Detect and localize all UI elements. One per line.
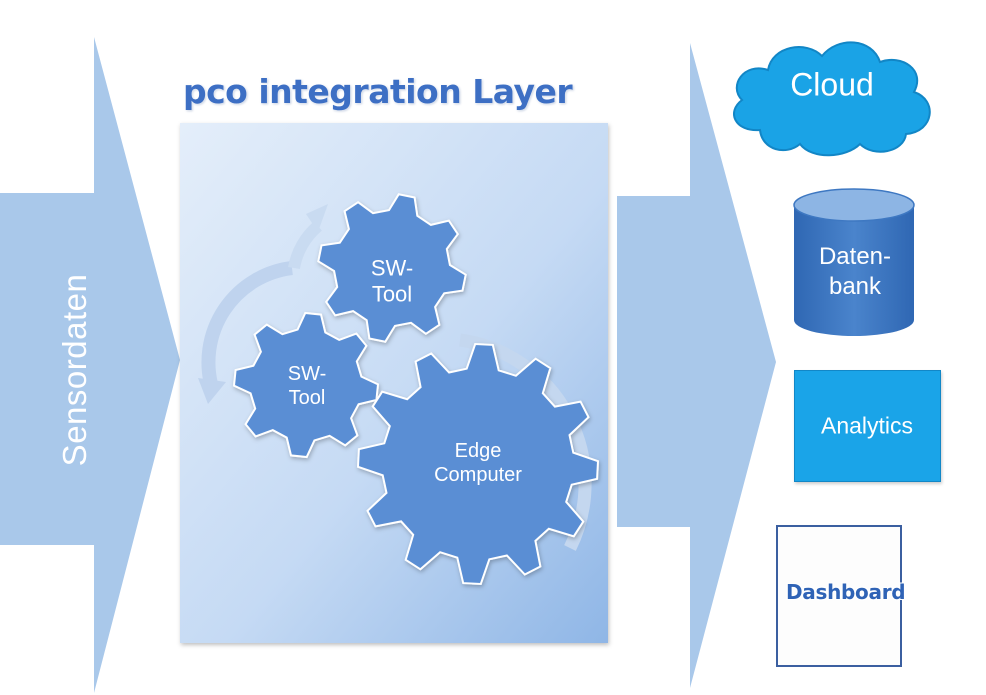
gear-top-icon	[317, 193, 467, 343]
gear-left-shape	[232, 311, 380, 459]
gear-left-label: SW- Tool	[288, 362, 327, 410]
gear-big-icon	[356, 342, 600, 586]
gear-top-label-line2: Tool	[371, 282, 413, 307]
input-arrow	[0, 37, 180, 693]
gear-top-shape	[317, 193, 467, 343]
cycle-arrowhead-down-icon	[198, 378, 226, 404]
gear-big-label-line2: Computer	[434, 464, 522, 486]
database-label: Daten- bank	[819, 242, 891, 302]
database-label-line2: bank	[828, 273, 882, 300]
cloud-icon	[733, 41, 931, 157]
gear-big-label: Edge Computer	[434, 439, 522, 487]
dashboard-frame	[776, 525, 902, 667]
output-arrow	[617, 43, 776, 688]
gear-left-icon	[232, 311, 380, 459]
gear-left-label-line2: Tool	[288, 387, 326, 409]
cloud-label: Cloud	[790, 66, 874, 103]
database-icon	[793, 188, 915, 336]
gear-top-label: SW- Tool	[371, 256, 413, 309]
diagram-title: pco integration Layer	[183, 72, 573, 111]
gear-top-label-line1: SW-	[370, 255, 414, 281]
gear-big-label-line1: Edge	[454, 440, 502, 462]
analytics-box	[794, 370, 941, 482]
cycle-arrow-top-icon	[288, 221, 323, 270]
cycle-arrowhead-up-icon	[306, 204, 328, 232]
database-label-line1: Daten-	[818, 243, 892, 270]
dashboard-label: Dashboard	[786, 580, 906, 604]
analytics-label: Analytics	[820, 412, 914, 439]
input-label: Sensordaten	[56, 273, 93, 467]
gear-big-shape	[356, 342, 600, 586]
gear-left-label-line1: SW-	[287, 363, 327, 385]
cycle-arrow-left-icon	[201, 261, 293, 390]
